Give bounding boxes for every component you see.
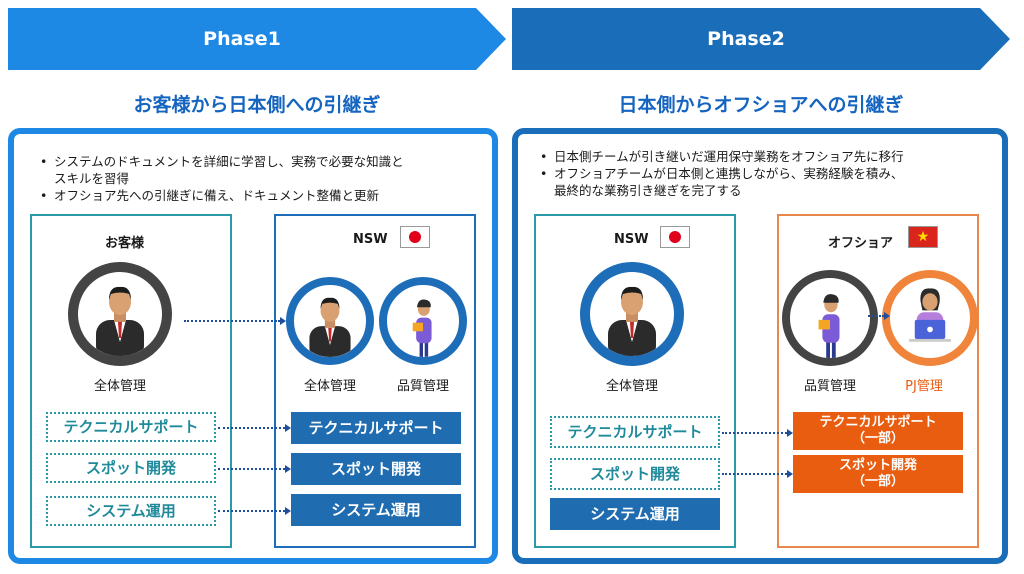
arrowhead-icon: [787, 470, 793, 478]
businessman-icon: [96, 286, 144, 356]
arrowhead-icon: [280, 317, 286, 325]
offshore-box: [777, 214, 979, 548]
phase1-banner: Phase1: [8, 8, 506, 70]
nsw-phase2-role: 全体管理: [605, 379, 658, 394]
customer-avatar: [68, 262, 172, 366]
phase2-bullets: 日本側チームが引き継いだ運用保守業務をオフショア先に移行 オフショアチームが日本…: [538, 148, 998, 199]
nsw-phase2-task-spot-dev: スポット開発: [550, 458, 720, 490]
nsw-title-phase2: NSW: [614, 232, 649, 247]
connector-line: [184, 320, 280, 322]
nsw-quality-role: 品質管理: [396, 379, 449, 394]
customer-box: [30, 214, 232, 548]
offshore-title: オフショア: [828, 236, 894, 251]
nsw-task-tech-support: テクニカルサポート: [291, 412, 461, 444]
nsw-title-phase1: NSW: [353, 232, 388, 247]
connector-line: [868, 315, 884, 317]
customer-task-spot-dev: スポット開発: [46, 453, 216, 483]
customer-task-tech-support: テクニカルサポート: [46, 412, 216, 442]
customer-title: お客様: [105, 236, 145, 251]
arrowhead-icon: [884, 312, 890, 320]
arrowhead-icon: [285, 424, 291, 432]
arrowhead-icon: [285, 465, 291, 473]
connector-line: [722, 473, 787, 475]
laptop-worker-icon: [909, 288, 951, 342]
arrowhead-icon: [285, 507, 291, 515]
phase1-subtitle: お客様から日本側への引継ぎ: [133, 94, 381, 116]
worker-icon: [818, 294, 840, 358]
japan-flag-icon: [400, 226, 430, 248]
phase1-label: Phase1: [203, 28, 281, 50]
nsw-phase2-task-tech-support: テクニカルサポート: [550, 416, 720, 448]
offshore-pm-role: PJ管理: [905, 379, 943, 394]
worker-icon: [412, 299, 432, 357]
nsw-box-phase2: [534, 214, 736, 548]
customer-task-system-ops: システム運用: [46, 496, 216, 526]
nsw-box-phase1: [274, 214, 476, 548]
phase2-banner: Phase2: [512, 8, 1010, 70]
nsw-quality-avatar: [379, 277, 467, 365]
connector-line: [218, 510, 285, 512]
japan-flag-icon: [660, 226, 690, 248]
connector-line: [218, 468, 285, 470]
offshore-task-spot-dev: スポット開発 （一部）: [793, 455, 963, 493]
businessman-icon: [309, 297, 351, 357]
vietnam-flag-icon: ★: [908, 226, 938, 248]
offshore-quality-role: 品質管理: [803, 379, 856, 394]
bullet-item: オフショアチームが日本側と連携しながら、実務経験を積み、最終的な業務引き継ぎを完…: [538, 165, 998, 199]
arrowhead-icon: [787, 429, 793, 437]
offshore-quality-avatar: [782, 270, 878, 366]
nsw-phase2-task-system-ops: システム運用: [550, 498, 720, 530]
offshore-pm-avatar: [882, 270, 978, 366]
phase2-arrow-shape: [512, 8, 1010, 70]
offshore-task-tech-support: テクニカルサポート （一部）: [793, 412, 963, 450]
nsw-manager-role: 全体管理: [303, 379, 356, 394]
connector-line: [722, 432, 787, 434]
customer-role: 全体管理: [93, 379, 146, 394]
connector-line: [218, 427, 285, 429]
bullet-item: オフショア先への引継ぎに備え、ドキュメント整備と更新: [38, 187, 488, 204]
nsw-phase2-avatar: [580, 262, 684, 366]
bullet-item: 日本側チームが引き継いだ運用保守業務をオフショア先に移行: [538, 148, 998, 165]
nsw-task-system-ops: システム運用: [291, 494, 461, 526]
phase1-arrow-shape: [8, 8, 506, 70]
phase2-label: Phase2: [707, 28, 785, 50]
nsw-manager-avatar: [286, 277, 374, 365]
phase2-subtitle: 日本側からオフショアへの引継ぎ: [618, 94, 904, 116]
nsw-task-spot-dev: スポット開発: [291, 453, 461, 485]
businessman-icon: [608, 286, 656, 356]
